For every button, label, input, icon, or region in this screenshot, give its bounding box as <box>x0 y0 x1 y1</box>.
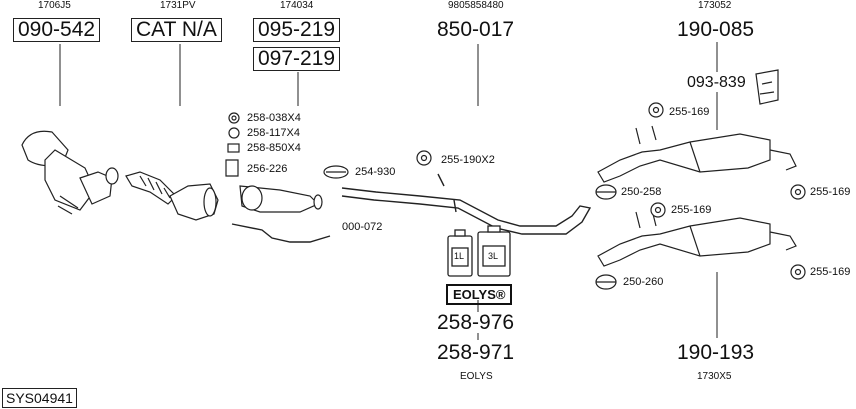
label-000-072[interactable]: 000-072 <box>342 221 383 233</box>
rubber-mount-255-169-b <box>790 184 806 200</box>
part-ref-9805858480: 9805858480 <box>448 0 504 11</box>
rubber-mount-255-169-a <box>648 102 664 118</box>
part-ref-1730x5: 1730X5 <box>697 371 732 382</box>
part-code-850-017[interactable]: 850-017 <box>437 18 515 41</box>
label-258-038x4[interactable]: 258-038X4 <box>247 112 301 124</box>
label-258-850x4[interactable]: 258-850X4 <box>247 142 301 154</box>
label-255-190x2[interactable]: 255-190X2 <box>441 154 495 166</box>
label-258-117x4[interactable]: 258-117X4 <box>247 127 301 139</box>
rubber-mount-255-169-c <box>650 202 666 218</box>
part-code-cat-na[interactable]: CAT N/A <box>131 18 222 42</box>
part-code-090-542[interactable]: 090-542 <box>13 18 101 42</box>
eolys-can-3l-label: 3L <box>488 251 499 261</box>
part-code-190-193[interactable]: 190-193 <box>677 341 755 364</box>
eolys-can-3l <box>477 225 511 277</box>
clamp-258-038 <box>228 112 240 124</box>
pressure-tube <box>231 223 331 243</box>
label-250-260[interactable]: 250-260 <box>623 276 664 288</box>
gasket-258-117 <box>228 127 240 139</box>
rear-silencer-upper <box>597 125 797 183</box>
clamp-254-930 <box>323 165 349 179</box>
label-255-169-mid[interactable]: 255-169 <box>671 204 712 216</box>
label-255-169-right-lower[interactable]: 255-169 <box>810 266 851 278</box>
mount-bracket-093-839 <box>755 69 779 105</box>
flex-pipe <box>125 171 177 205</box>
part-code-095-219[interactable]: 095-219 <box>253 18 341 42</box>
particulate-filter-dpf <box>169 183 219 221</box>
part-ref-173052: 173052 <box>698 0 732 11</box>
label-256-226[interactable]: 256-226 <box>247 163 288 175</box>
part-ref-1731pv: 1731PV <box>160 0 196 11</box>
clamp-250-260 <box>595 274 617 290</box>
eolys-can-1l-label: 1L <box>454 251 465 261</box>
label-254-930[interactable]: 254-930 <box>355 166 396 178</box>
label-255-169-upper[interactable]: 255-169 <box>669 106 710 118</box>
rubber-mount-255-190 <box>416 150 432 166</box>
rear-silencer-lower <box>597 209 797 267</box>
dpf-outlet <box>239 185 323 213</box>
part-ref-174034: 174034 <box>280 0 314 11</box>
part-code-097-219[interactable]: 097-219 <box>253 47 341 71</box>
part-code-258-976[interactable]: 258-976 <box>437 311 515 334</box>
label-255-169-right-upper[interactable]: 255-169 <box>810 186 851 198</box>
part-ref-1706j5: 1706J5 <box>38 0 71 11</box>
label-250-258[interactable]: 250-258 <box>621 186 662 198</box>
eolys-badge: EOLYS® <box>446 284 513 305</box>
part-code-258-971[interactable]: 258-971 <box>437 341 515 364</box>
bracket-256-226 <box>225 159 239 177</box>
part-ref-eolys: EOLYS <box>460 371 493 382</box>
clamp-250-258 <box>595 184 617 200</box>
intermediate-pipe <box>341 173 592 235</box>
part-code-093-839[interactable]: 093-839 <box>687 74 746 91</box>
clip-258-850 <box>227 143 240 153</box>
part-code-190-085[interactable]: 190-085 <box>677 18 755 41</box>
system-id: SYS04941 <box>2 388 77 408</box>
catalyst-1 <box>21 130 119 215</box>
eolys-can-1l <box>447 229 473 277</box>
rubber-mount-255-169-d <box>790 264 806 280</box>
